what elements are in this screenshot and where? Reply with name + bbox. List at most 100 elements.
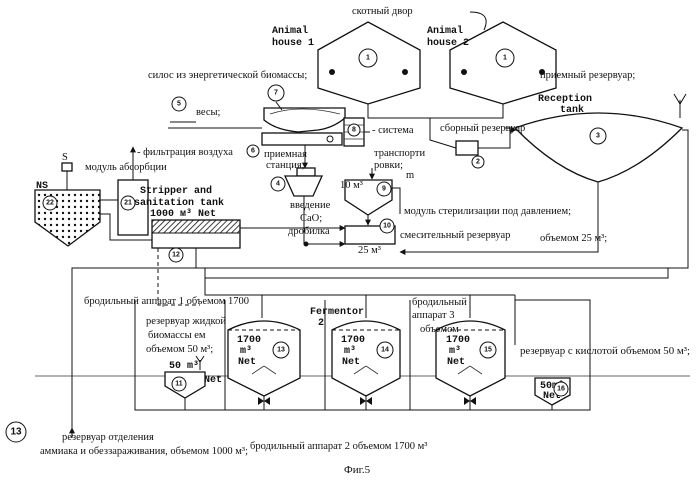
label-transport-system-line3: ровки; <box>374 160 403 171</box>
label-stripper-line3: 1000 м³ Net <box>150 209 216 220</box>
stripper-holding-tank-hatch <box>152 220 240 233</box>
marker-sanitation-module: 21 <box>121 196 135 210</box>
label-cao-line2: CaO; <box>300 213 322 224</box>
svg-text:8: 8 <box>352 127 356 134</box>
marker-crusher: 4 <box>271 177 285 191</box>
label-receiving-station-line1: приемная <box>264 149 307 160</box>
svg-text:16: 16 <box>557 386 565 393</box>
tank-11-volume: 50 m³ <box>169 361 199 372</box>
animal-house-1-dot-right <box>402 69 408 75</box>
fermenter-14-net: Net <box>342 357 360 368</box>
label-animal-house-1-line1: Animal <box>272 25 308 37</box>
svg-text:1: 1 <box>366 55 370 62</box>
label-receiving-station-line2: станция; <box>266 160 305 171</box>
marker-house-2: 1 <box>496 49 514 67</box>
label-mixing-volume: объемом 25 м³; <box>540 233 607 244</box>
absorption-filter <box>62 163 72 171</box>
fermenter-15-unit: m³ <box>449 346 461 357</box>
label-fermenter-3-line1: бродильный <box>412 297 467 308</box>
svg-text:21: 21 <box>124 200 132 207</box>
label-absorption-module: модуль абсорбции <box>85 162 167 173</box>
label-sterilization-module: модуль стерилизации под давлением; <box>404 206 571 217</box>
label-fermentor-2-line2: 2 <box>318 318 324 329</box>
label-air-filtration: - фильтрация воздуха <box>137 147 233 158</box>
label-liquid-biomass-line1: резервуар жидкой <box>146 316 226 327</box>
fermenter-13-unit: m³ <box>240 346 252 357</box>
label-stripper-line1: Stripper and <box>140 185 212 197</box>
marker-collection-pump: 2 <box>472 156 484 168</box>
label-fermenter-2: бродильный аппарат 2 объемом 1700 м³ <box>250 441 427 452</box>
svg-text:14: 14 <box>381 347 389 354</box>
marker-stripper-tank: 12 <box>169 248 183 262</box>
label-liquid-biomass-line2: биомассы ем <box>148 330 206 341</box>
fermenter-13-volume: 1700 <box>237 335 261 346</box>
svg-text:12: 12 <box>172 252 180 259</box>
svg-text:4: 4 <box>276 181 280 188</box>
animal-house-1-dot-left <box>329 69 335 75</box>
marker-receiving-station: 6 <box>247 145 259 157</box>
marker-silo: 7 <box>268 85 284 101</box>
label-collection-reservoir: сборный резервуар <box>440 123 525 134</box>
label-sterilizer-volume: 10 м³ <box>340 180 363 191</box>
marker-sterilizer: 9 <box>377 182 391 196</box>
svg-text:9: 9 <box>382 186 386 193</box>
collection-pump <box>456 141 478 155</box>
marker-acid-tank: 16 <box>554 382 568 396</box>
marker-fermenter-14: 14 <box>377 342 393 358</box>
label-acid-reservoir: резервуар с кислотой объемом 50 м³; <box>520 346 690 357</box>
svg-text:13: 13 <box>10 427 22 438</box>
svg-text:22: 22 <box>46 200 54 207</box>
label-filter-s: S <box>62 152 68 163</box>
svg-text:7: 7 <box>274 90 278 97</box>
label-reception-reservoir: приемный резервуар; <box>540 70 635 81</box>
label-animal-house-1-line2: house 1 <box>272 37 314 49</box>
label-transport-system-line2: транспорти <box>374 148 425 159</box>
marker-fermenter-15: 15 <box>480 342 496 358</box>
svg-text:3: 3 <box>596 133 600 140</box>
svg-text:11: 11 <box>175 381 183 388</box>
figure-caption: Фиг.5 <box>344 464 371 476</box>
svg-text:13: 13 <box>277 347 285 354</box>
fermenter-15-net: Net <box>447 357 465 368</box>
svg-text:6: 6 <box>251 148 255 155</box>
svg-text:5: 5 <box>177 101 181 108</box>
label-reception-tank-line2: tank <box>560 104 584 116</box>
fermenter-15-volume: 1700 <box>446 335 470 346</box>
marker-reception-tank: 3 <box>590 128 606 144</box>
label-cao-line1: введение <box>290 200 331 211</box>
label-mixing-reservoir: смесительный резервуар <box>400 230 510 241</box>
label-cattle-yard: скотный двор <box>352 6 413 17</box>
animal-house-2-dot-left <box>461 69 467 75</box>
svg-text:15: 15 <box>484 347 492 354</box>
label-transport-system-line1: - система <box>372 125 414 136</box>
marker-house-1: 1 <box>359 49 377 67</box>
label-crusher: дробилка <box>288 226 330 237</box>
svg-text:2: 2 <box>476 159 480 166</box>
marker-scales: 5 <box>172 97 186 111</box>
label-ammonia-line1: резервуар отделения <box>62 432 154 443</box>
fermenter-14-unit: m³ <box>344 346 356 357</box>
label-fermenter-1: бродильный аппарат 1 объемом 1700 <box>84 296 249 307</box>
label-ns: NS <box>36 181 48 192</box>
marker-handwritten: 13 <box>6 422 26 442</box>
label-reception-tank-line1: Reception <box>538 93 592 105</box>
label-animal-house-2-line2: house 2 <box>427 37 469 49</box>
svg-text:10: 10 <box>383 223 391 230</box>
receiving-station <box>262 133 342 145</box>
fermenter-13-net: Net <box>238 357 256 368</box>
label-scales: весы; <box>196 107 221 118</box>
marker-fermenter-13: 13 <box>273 342 289 358</box>
label-liquid-biomass-line3: объемом 50 м³; <box>146 344 213 355</box>
marker-liquid-biomass: 11 <box>172 377 186 391</box>
label-stripper-line2: sanitation tank <box>134 197 224 209</box>
label-transport-system-line4: m <box>406 170 414 181</box>
label-fermentor-2-line1: Fermentor <box>310 307 364 318</box>
marker-transport: 8 <box>348 124 360 136</box>
tank-11-net: Net <box>204 375 222 386</box>
crusher-pump-icon <box>304 242 309 247</box>
label-mixing-tank-volume: 25 м³ <box>358 245 381 256</box>
svg-text:1: 1 <box>503 55 507 62</box>
marker-mixer: 10 <box>380 219 394 233</box>
label-energy-biomass-silo: силос из энергетической биомассы; <box>148 70 307 81</box>
